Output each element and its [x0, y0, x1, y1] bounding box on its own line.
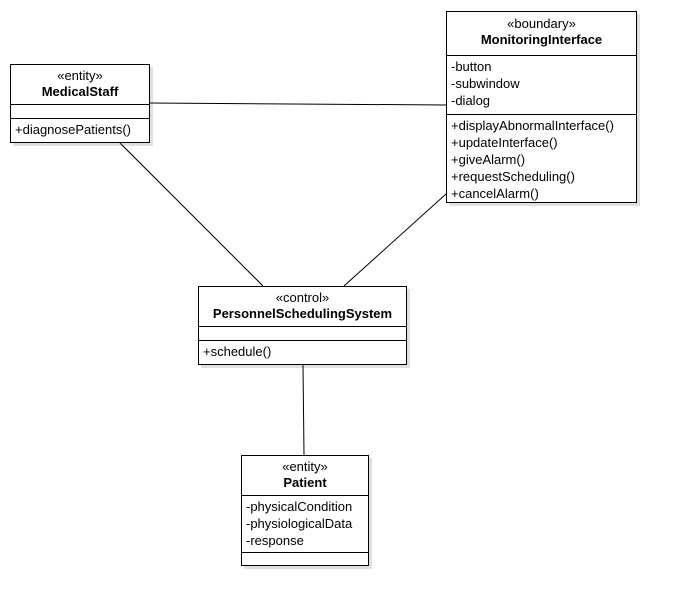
operations-section [242, 553, 368, 557]
operation-item: +giveAlarm() [451, 152, 526, 167]
class-name: PersonnelSchedulingSystem [212, 306, 393, 321]
class-header: «entity» Patient [242, 456, 368, 496]
association-medicalstaff-monitoringinterface[interactable] [149, 102, 447, 106]
operation-item: +schedule() [203, 344, 272, 359]
class-header: «entity» MedicalStaff [11, 65, 149, 105]
attribute-item: -dialog [451, 93, 491, 108]
operation-item: +diagnosePatients() [15, 122, 131, 137]
operations-section: +schedule() [199, 341, 406, 362]
stereotype-label: «entity» [282, 459, 328, 474]
class-header: «control» PersonnelSchedulingSystem [199, 287, 406, 327]
operation-item: +cancelAlarm() [451, 186, 539, 201]
operations-section: +diagnosePatients() [11, 119, 149, 140]
attribute-item: -physicalCondition [246, 499, 353, 514]
class-name: MedicalStaff [41, 84, 119, 99]
stereotype-label: «boundary» [507, 16, 576, 31]
association-personnelschedulingsystem-patient[interactable] [302, 364, 305, 456]
class-monitoringinterface[interactable]: «boundary» MonitoringInterface -button -… [446, 11, 637, 203]
class-name: MonitoringInterface [480, 32, 603, 47]
class-personnelschedulingsystem[interactable]: «control» PersonnelSchedulingSystem +sch… [198, 286, 407, 365]
operation-item: +updateInterface() [451, 135, 558, 150]
attribute-item: -button [451, 59, 492, 74]
attributes-section: -physicalCondition -physiologicalData -r… [242, 496, 368, 553]
stereotype-label: «entity» [57, 68, 103, 83]
class-medicalstaff[interactable]: «entity» MedicalStaff +diagnosePatients(… [10, 64, 150, 143]
attributes-section [199, 327, 406, 341]
attributes-section [11, 105, 149, 119]
class-patient[interactable]: «entity» Patient -physicalCondition -phy… [241, 455, 369, 566]
attribute-item: -response [246, 533, 304, 548]
operations-section: +displayAbnormalInterface() +updateInter… [447, 115, 636, 204]
operation-item: +requestScheduling() [451, 169, 575, 184]
class-header: «boundary» MonitoringInterface [447, 12, 636, 56]
attribute-item: -physiologicalData [246, 516, 353, 531]
attribute-item: -subwindow [451, 76, 520, 91]
class-name: Patient [283, 475, 327, 490]
association-monitoringinterface-personnelschedulingsystem[interactable] [343, 193, 447, 287]
operation-item: +displayAbnormalInterface() [451, 118, 614, 133]
association-medicalstaff-personnelschedulingsystem[interactable] [119, 142, 264, 287]
stereotype-label: «control» [275, 290, 330, 305]
attributes-section: -button -subwindow -dialog [447, 56, 636, 115]
